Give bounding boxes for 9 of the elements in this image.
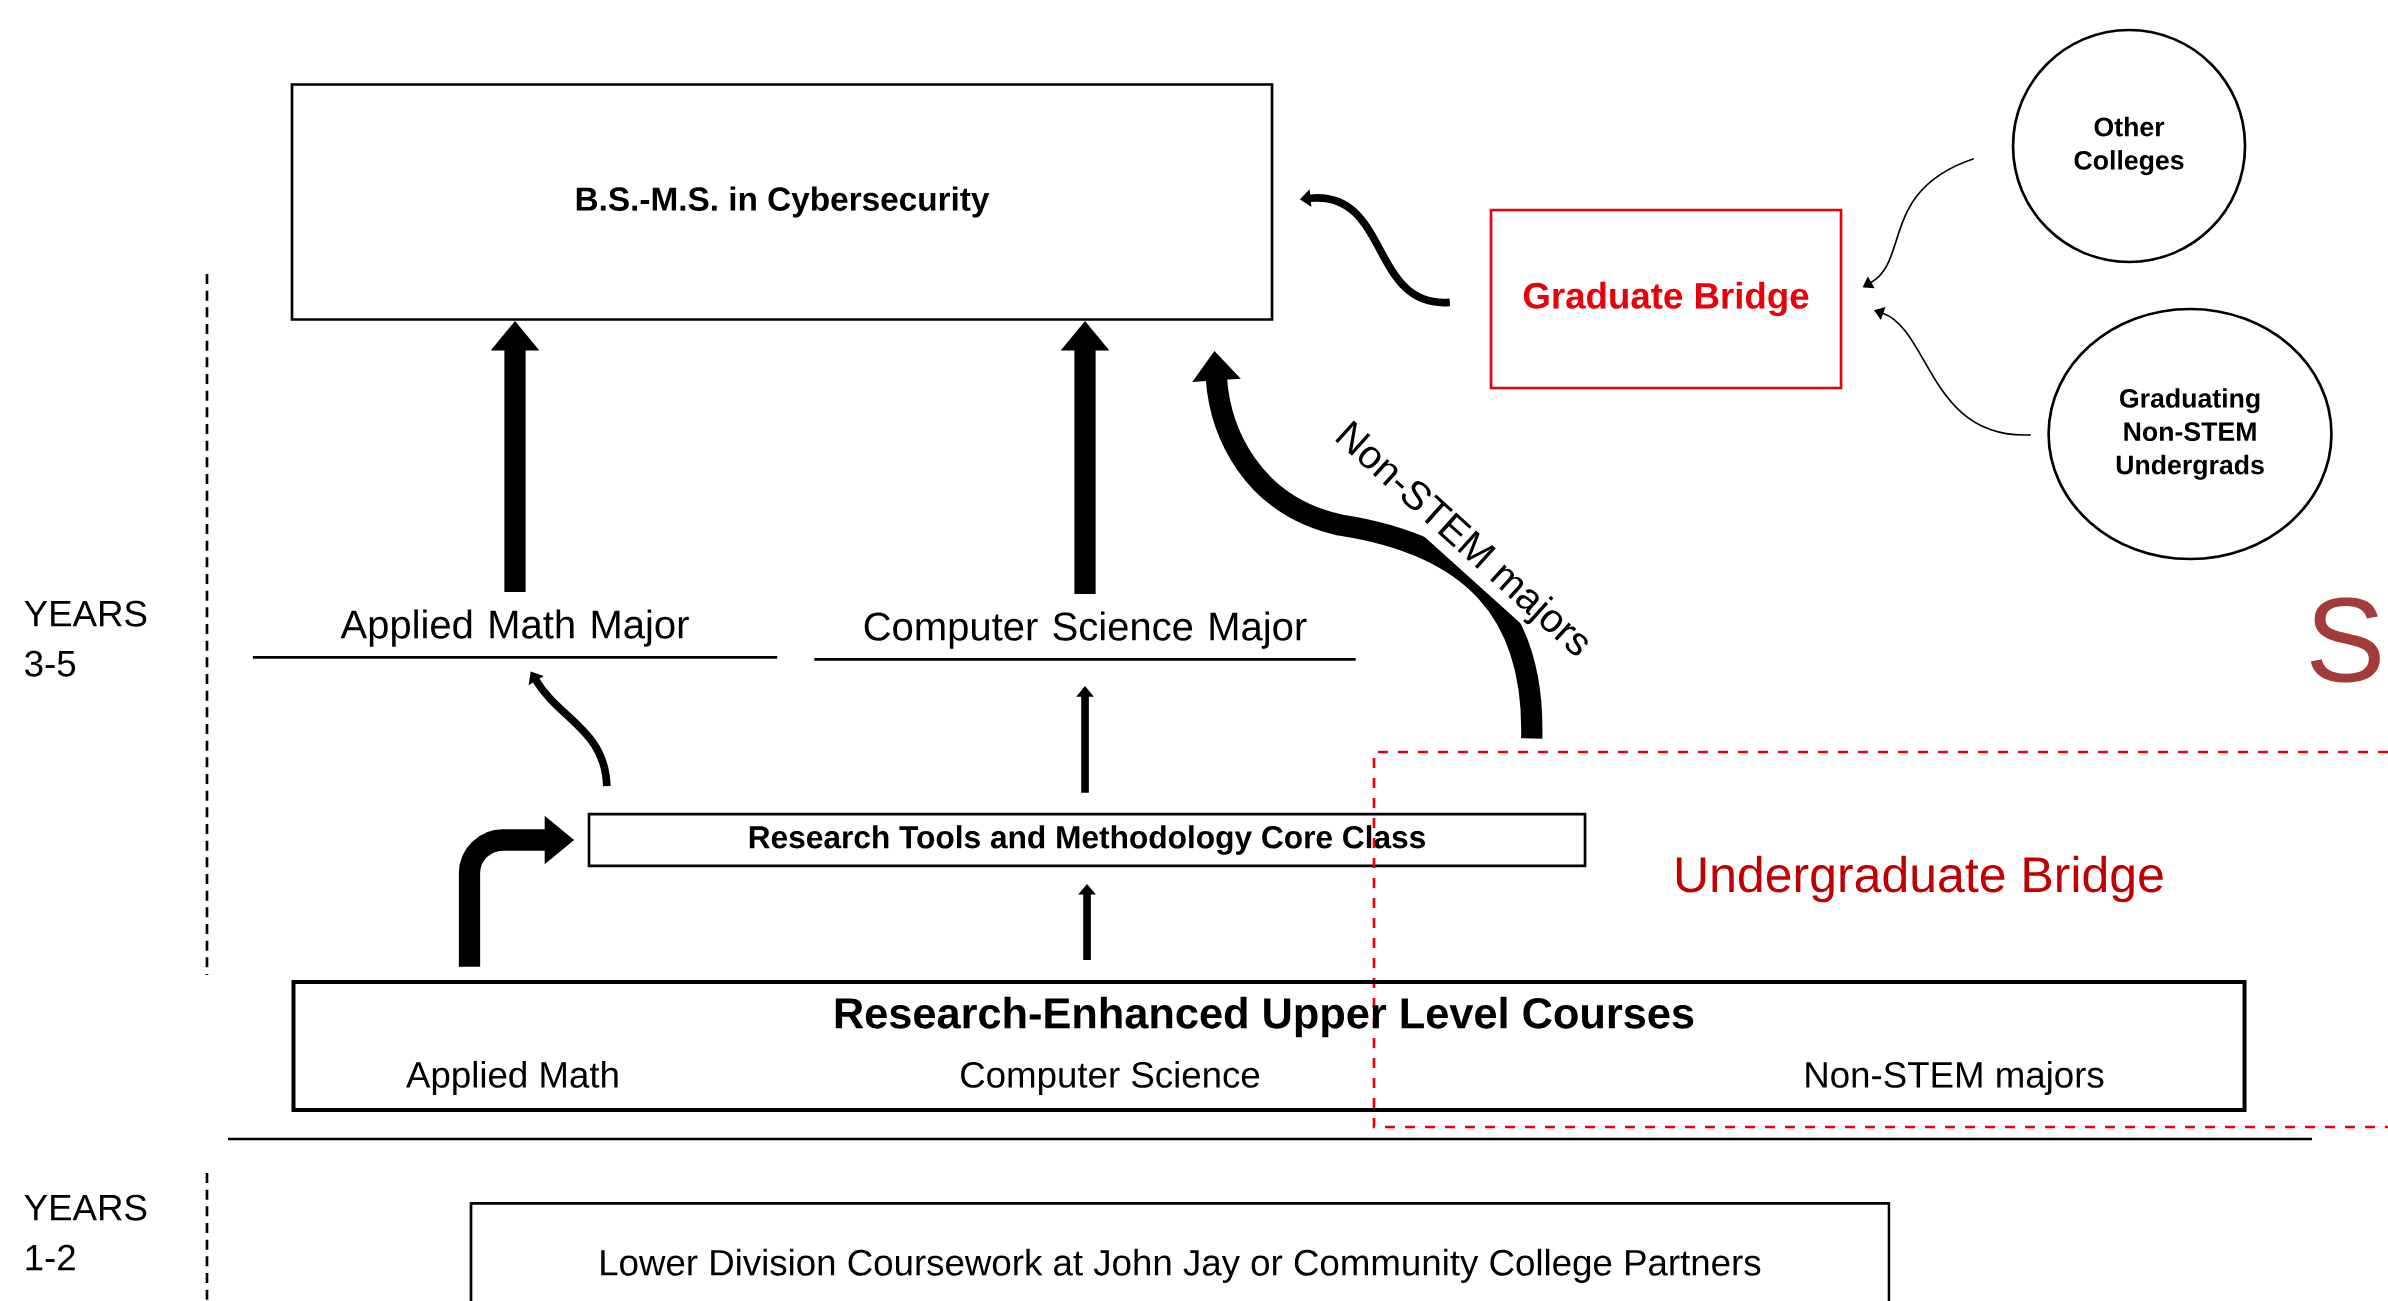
letter-fragment: S: [2310, 597, 2380, 683]
courses-box: Research-Enhanced Upper Level Courses Applied Math Computer Science Non-STEM majors: [291, 980, 2247, 1112]
coursework-box: Lower Division Coursework at John Jay or Community College Partners: [469, 1202, 1891, 1301]
year-label: YEARS 3-5: [24, 600, 147, 677]
degree-box: B.S.-M.S. in Cybersecurity: [290, 83, 1274, 321]
major-heading: Applied Math Major: [252, 609, 778, 659]
year-label: YEARS 1-2: [24, 1194, 147, 1271]
class-box: Research Tools and Methodology Core Class: [587, 812, 1587, 868]
bridge-box: Graduate Bridge: [1489, 208, 1843, 390]
